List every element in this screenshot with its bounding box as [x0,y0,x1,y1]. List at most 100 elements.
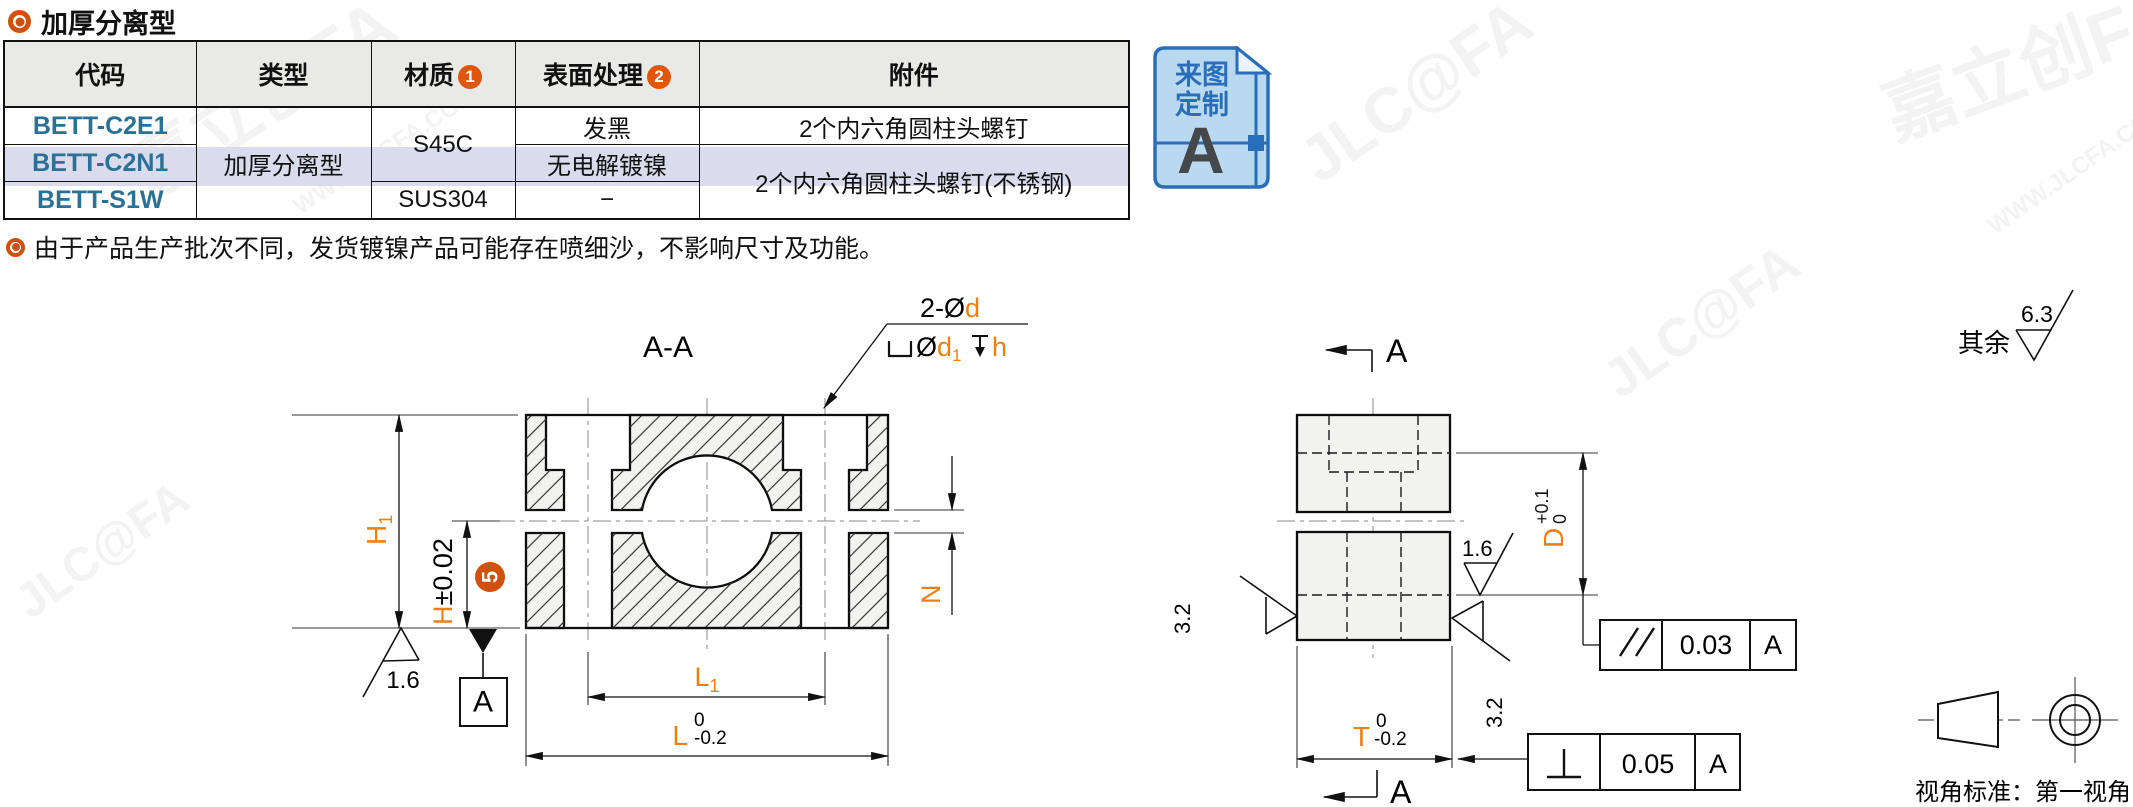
roughness-1-6-side: 1.6 [1462,532,1514,597]
roughness-value: 1.6 [1462,536,1493,561]
counterbore-dia-label: Ød1 [916,332,962,365]
col-header-accessory: 附件 [698,40,1130,108]
col-header-label: 类型 [258,62,309,90]
watermark-text: 嘉立创FA [1873,0,2133,155]
clamp-body-side [1295,413,1452,642]
dim-d-label: D [1538,528,1569,548]
circles-icon [2032,677,2118,763]
dim-n-label: N [916,585,946,605]
badge-node-icon [1248,135,1264,151]
section-view-a-a: A-A [292,293,1028,766]
datum-label: A [473,686,493,719]
counterbore-callout: 2-Ød Ød1 h [823,293,1028,410]
table-row: BETT-C2E1 加厚分离型 S45C 发黑 2个内六角圆柱头螺钉 [3,106,1130,220]
production-note: 由于产品生产批次不同，发货镀镍产品可能存在喷细沙，不影响尺寸及功能。 [6,229,884,265]
section-view-label: A-A [643,331,693,364]
badge-line1: 来图 [1175,60,1229,90]
material-cell: S45C [370,106,516,182]
dim-t-upper-tol: 0 [1376,711,1387,732]
roughness-symbol-icon [2015,289,2074,362]
roughness-1-6-symbol: 1.6 [362,626,420,698]
hole-count-label: 2-Ød [920,293,980,323]
dim-h1: H1 [292,413,520,630]
projection-symbol: 视角标准：第一视角 [1915,677,2131,806]
fcf-datum: A [1764,630,1782,660]
datum-triangle-icon [469,629,497,653]
section-arrow-bottom: A [1322,770,1412,807]
dim-n: N [894,456,964,615]
dim-t-lower-tol: -0.2 [1374,729,1407,750]
fcf-value: 0.05 [1622,749,1675,779]
material-cell: SUS304 [370,181,516,220]
dim-t-label: T [1353,721,1370,752]
roughness-3-2-left: 3.2 [1170,575,1299,635]
general-roughness-value: 6.3 [2021,301,2053,327]
dim-t-tol: T 0 -0.2 [1295,646,1454,768]
custom-drawing-badge[interactable]: 来图 定制 A [1153,46,1272,191]
section-arrow-label: A [1386,333,1408,369]
table-row: BETT-C2N1 无电解镀镍 2个内六角圆柱头螺钉(不锈钢) [3,144,1130,220]
hidden-lines [1297,415,1450,640]
dim-l1: L1 [586,652,827,705]
section-arrow-top: A [1324,333,1408,372]
badge-line2: 定制 [1175,89,1229,120]
engineering-drawing: A-A [292,289,2131,807]
col-header-code: 代码 [3,40,197,108]
section-arrow-label: A [1390,774,1412,807]
fcf-parallelism: 0.03 A [1582,595,1797,671]
roughness-value: 3.2 [1170,603,1195,634]
dim-l-tol: L 0 -0.2 [524,634,890,766]
general-roughness: 其余 6.3 [1958,289,2074,362]
badge-letter: A [1177,113,1225,187]
watermark-text: JLC@FA [1287,0,1545,196]
general-roughness-label: 其余 [1958,328,2010,358]
side-view: A A [1170,333,1797,807]
dim-d-upper-tol: +0.1 [1532,488,1552,524]
col-header-label: 代码 [75,62,126,90]
surface-cell: − [514,181,700,220]
part-code-link[interactable]: BETT-C2E1 [3,106,197,145]
col-header-label: 材质 [403,62,454,90]
perpendicularity-symbol-icon [1547,749,1581,779]
type-cell: 加厚分离型 [195,106,372,220]
depth-var-label: h [992,332,1007,362]
accessory-cell: 2个内六角圆柱头螺钉(不锈钢) [698,144,1130,220]
accessory-cell: 2个内六角圆柱头螺钉 [698,106,1130,145]
part-code-link[interactable]: BETT-S1W [3,181,197,220]
note-5-badge-number: 5 [478,571,503,583]
dim-d-lower-tol: 0 [1550,514,1570,524]
fcf-perpendicularity: 0.05 A [1456,733,1741,791]
dim-l-lower-tol: -0.2 [694,728,727,749]
counterbore-symbol-icon [887,341,913,358]
badge-document-icon [1153,46,1270,189]
depth-symbol-icon [972,335,988,357]
roughness-3-2-right: 3.2 [1450,600,1511,728]
dim-h1-label: H1 [361,515,396,545]
fcf-datum: A [1709,749,1727,779]
dim-l-label: L [672,720,688,751]
note-bullet-icon [6,237,25,257]
surface-cell: 无电解镀镍 [514,144,700,182]
part-code-link[interactable]: BETT-C2N1 [3,144,197,182]
dim-l1-label: L1 [694,662,719,696]
dim-l-upper-tol: 0 [694,710,705,731]
page-title-text: 加厚分离型 [41,9,176,39]
parallelism-symbol-icon [1618,627,1656,657]
datum-feature-a: A [459,629,508,727]
note-text: 由于产品生产批次不同，发货镀镍产品可能存在喷细沙，不影响尺寸及功能。 [34,235,885,263]
dim-h-tol: H±0.02 5 [428,519,505,630]
col-header-label: 表面处理 [542,62,643,90]
fcf-value: 0.03 [1680,630,1733,660]
table-row: BETT-S1W SUS304 − [3,181,1129,220]
badge-fold-corner-icon [1235,46,1272,75]
projection-note: 视角标准：第一视角 [1915,779,2131,806]
surface-cell: 发黑 [514,106,700,145]
roughness-value: 3.2 [1482,697,1507,728]
frustum-icon [1937,690,1999,749]
watermark-text: WWW.JLCFA.COM [1983,96,2133,240]
